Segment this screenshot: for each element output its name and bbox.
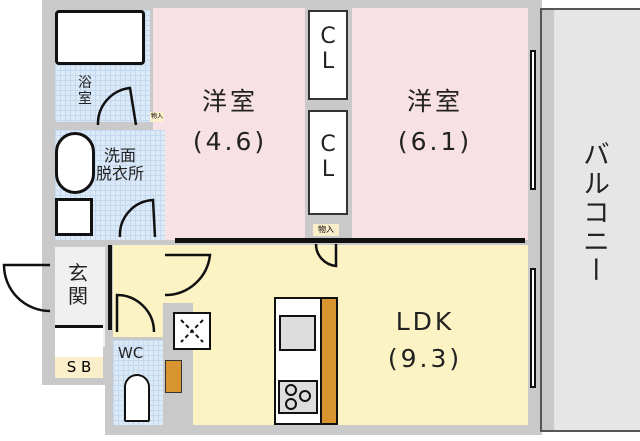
washing-machine-pan (55, 198, 93, 236)
bathroom-label: 浴 室 (78, 75, 92, 108)
washroom-door-icon (118, 198, 157, 238)
western-room-1-size: (4.6) (192, 127, 268, 156)
pipe-space-icon (173, 312, 211, 350)
storage-1: 物入 (150, 112, 164, 122)
western-room-2-name: 洋室 (406, 87, 463, 116)
western-room-2 (352, 8, 528, 240)
ldk-size: (9.3) (387, 344, 463, 373)
closet-2: C L (308, 110, 348, 215)
ldk-name: LDK (395, 307, 455, 336)
entrance-wall (108, 245, 112, 330)
bathtub (55, 10, 145, 65)
closet-1: C L (308, 10, 348, 100)
bath-door-icon (96, 86, 138, 126)
wc-cabinet (165, 360, 182, 393)
entrance-door-icon (2, 263, 51, 313)
balcony-window-2 (530, 268, 536, 388)
shoe-box (55, 325, 103, 357)
balcony-label: バルコニー (578, 140, 610, 285)
toilet-icon (124, 374, 150, 422)
storage-2: 物入 (313, 224, 339, 236)
kitchen-backsplash (320, 299, 336, 423)
storage-door-icon (314, 243, 338, 268)
wc-door-icon (115, 293, 156, 333)
partition-wall (175, 238, 525, 243)
entrance-label: 玄 関 (68, 261, 88, 308)
ldk (163, 245, 528, 425)
western-room-1-name: 洋室 (201, 87, 258, 116)
balcony: バルコニー (540, 8, 640, 432)
hallway (113, 245, 163, 337)
wc-label: WC (118, 344, 144, 362)
washbasin (55, 132, 95, 194)
gas-stove-icon (278, 380, 318, 414)
washroom-label: 洗面 脱衣所 (96, 146, 145, 184)
ldk-door-icon (164, 253, 212, 297)
western-room-1 (153, 8, 305, 240)
shoe-box-label: S B (55, 357, 103, 378)
kitchen-sink-icon (279, 315, 316, 351)
balcony-window-1 (530, 50, 536, 190)
western-room-2-size: (6.1) (397, 127, 473, 156)
